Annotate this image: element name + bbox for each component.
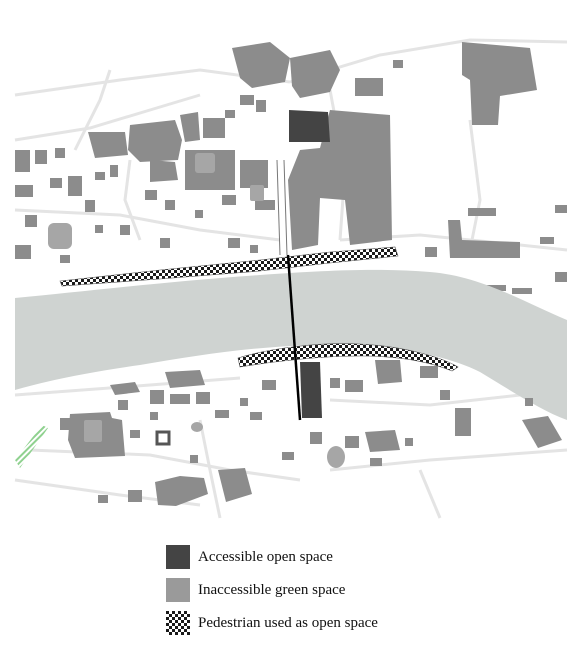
accessible-open-space-south (300, 362, 322, 418)
vegetation-strip (15, 425, 48, 468)
buildings-south (60, 360, 562, 506)
pedestrian-open-space-north (59, 246, 399, 287)
green-spaces-south (84, 420, 345, 468)
city-map (14, 38, 568, 519)
buildings-north (15, 42, 567, 294)
river (15, 269, 567, 420)
pedestrian-open-space-south (237, 343, 459, 372)
legend-inaccessible-green-space: Inaccessible green space (166, 577, 345, 603)
legend-swatch-accessible (166, 545, 190, 569)
legend-swatch-pedestrian (166, 611, 190, 635)
legend-pedestrian-open-space: Pedestrian used as open space (166, 610, 378, 636)
legend-label-accessible: Accessible open space (198, 548, 333, 565)
accessible-open-space-north (289, 110, 330, 142)
legend-swatch-inaccessible (166, 578, 190, 602)
bridge (276, 159, 302, 421)
building-courtyard (155, 430, 171, 446)
green-spaces-north (48, 153, 264, 249)
legend-accessible-open-space: Accessible open space (166, 544, 333, 570)
legend-label-pedestrian: Pedestrian used as open space (198, 614, 378, 631)
legend-label-inaccessible: Inaccessible green space (198, 581, 346, 598)
